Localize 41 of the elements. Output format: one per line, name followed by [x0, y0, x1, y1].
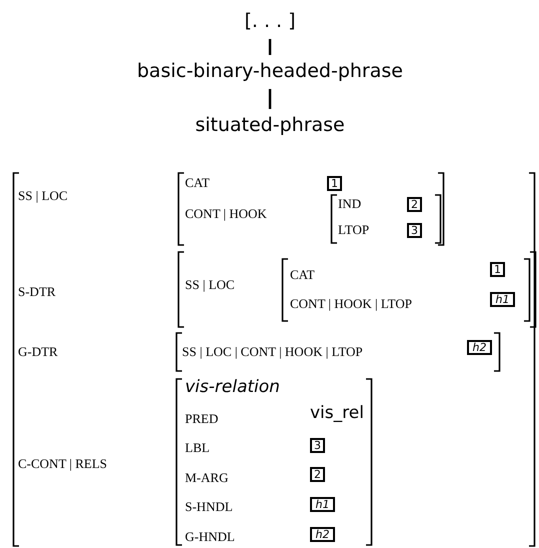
feature-matrix: [175, 332, 501, 372]
feature-matrix: [12, 172, 536, 547]
type-label: situated-phrase: [170, 110, 370, 140]
tag-box: h1: [310, 497, 335, 512]
tag-box: 2: [407, 197, 422, 212]
tag-box: h1: [490, 292, 515, 307]
feature-name: C-CONT | RELS: [18, 455, 108, 473]
type-label: basic-binary-headed-phrase: [120, 56, 420, 86]
feature-name: LBL: [185, 439, 210, 457]
feature-name: LTOP: [338, 221, 370, 239]
feature-name: SS | LOC: [18, 187, 68, 205]
tag-box: h2: [310, 527, 335, 542]
type-label: [. . . ]: [220, 6, 320, 36]
feature-matrix: [175, 378, 373, 546]
tree-line: [268, 39, 272, 55]
feature-name: CONT | HOOK | LTOP: [290, 295, 412, 313]
feature-matrix: [330, 194, 442, 244]
feature-name: S-HNDL: [185, 498, 233, 516]
tag-box: 3: [407, 223, 422, 238]
tag-box: 2: [310, 467, 325, 482]
feature-name: SS | LOC: [185, 276, 235, 294]
feature-matrix: [281, 258, 531, 322]
feature-name: S-DTR: [18, 283, 56, 301]
feature-matrix: [177, 251, 537, 328]
feature-name: CAT: [290, 266, 315, 284]
feature-value: vis_rel: [310, 402, 364, 424]
feature-name: M-ARG: [185, 469, 228, 487]
feature-name: PRED: [185, 410, 218, 428]
feature-name: CAT: [185, 174, 210, 192]
feature-name: SS | LOC | CONT | HOOK | LTOP: [182, 343, 363, 361]
type-name: vis-relation: [185, 376, 280, 398]
tag-box: 1: [327, 176, 342, 191]
tag-box: 3: [310, 438, 325, 453]
tree-line: [268, 89, 272, 109]
feature-name: G-DTR: [18, 343, 58, 361]
tag-box: 1: [490, 262, 505, 277]
feature-matrix: [177, 172, 445, 246]
feature-name: IND: [338, 195, 362, 213]
feature-name: G-HNDL: [185, 528, 235, 546]
tag-box: h2: [467, 340, 492, 355]
feature-name: CONT | HOOK: [185, 205, 267, 223]
